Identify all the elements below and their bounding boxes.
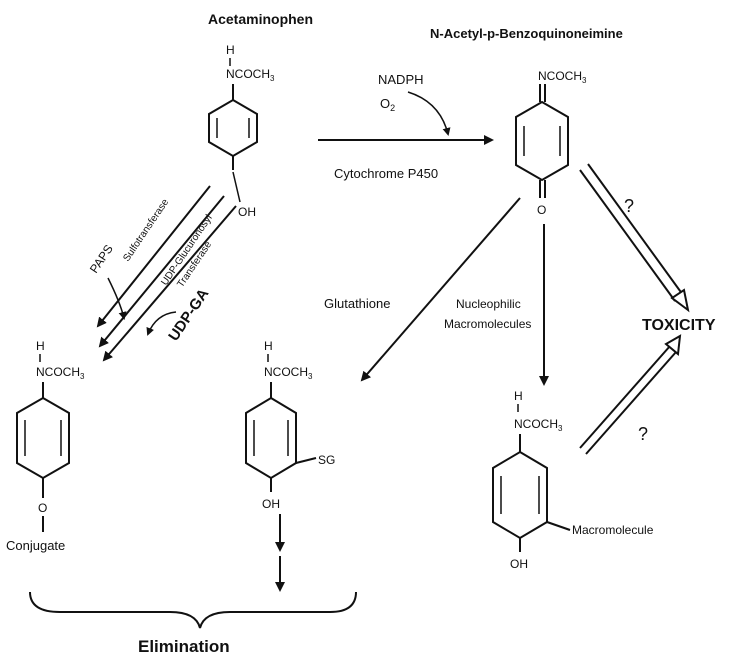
acetaminophen-oh: OH bbox=[238, 205, 256, 219]
toxicity-label: TOXICITY bbox=[642, 317, 716, 334]
gsh-adduct-oh: OH bbox=[262, 497, 280, 511]
nucleophilic-label-1: Nucleophilic bbox=[456, 297, 521, 311]
conjugate-ncoch: NCOCH3 bbox=[36, 365, 85, 381]
macro-adduct-ncoch: NCOCH3 bbox=[514, 417, 563, 433]
macro-adduct-h: H bbox=[514, 389, 523, 403]
toxicity-arrow-lower-head bbox=[664, 334, 682, 356]
napqi-o: O bbox=[537, 203, 546, 217]
cytochrome-label: Cytochrome P450 bbox=[334, 166, 438, 181]
nadph-label: NADPH bbox=[378, 72, 424, 87]
conjugate-o: O bbox=[38, 501, 47, 515]
napqi-title: N-Acetyl-p-Benzoquinoneimine bbox=[430, 26, 623, 41]
elimination-brace: Elimination bbox=[29, 591, 357, 656]
cofactor-curve-arrow bbox=[407, 91, 451, 136]
toxicity-outcome: TOXICITY ? ? bbox=[579, 163, 716, 455]
acetaminophen-ncoch: NCOCH3 bbox=[226, 67, 275, 83]
question-mark-upper: ? bbox=[624, 196, 634, 216]
oxidation-reaction: NADPH O2 Cytochrome P450 bbox=[318, 72, 494, 181]
udp-ga-curve-arrow bbox=[146, 311, 177, 336]
gsh-adduct-sg: SG bbox=[318, 453, 335, 467]
napqi-ring bbox=[515, 100, 569, 182]
gsh-adduct-h: H bbox=[264, 339, 273, 353]
toxicity-arrow-upper-line-b bbox=[579, 169, 676, 302]
oxygen-label: O2 bbox=[380, 96, 395, 113]
toxicity-arrow-lower-line-a bbox=[585, 351, 677, 455]
acetaminophen-ring bbox=[208, 98, 258, 158]
paps-curve-arrow bbox=[107, 277, 127, 320]
glutathione-reaction: Glutathione bbox=[324, 197, 521, 382]
toxicity-arrow-upper-line-a bbox=[587, 163, 684, 296]
glutathione-label: Glutathione bbox=[324, 296, 391, 311]
conjugate-label: Conjugate bbox=[6, 538, 65, 553]
conjugate-h: H bbox=[36, 339, 45, 353]
glucuronidation-arrow-2 bbox=[102, 205, 237, 362]
elimination-label: Elimination bbox=[138, 637, 230, 656]
nucleophilic-reaction: Nucleophilic Macromolecules bbox=[444, 224, 549, 386]
glucuronidation-arrow-1 bbox=[98, 195, 225, 348]
glutathione-adduct-molecule: H NCOCH3 SG OH bbox=[245, 339, 335, 592]
macromolecule-adduct-molecule: H NCOCH3 Macromolecule OH bbox=[492, 389, 654, 571]
sulfation-arrow bbox=[96, 185, 211, 328]
udp-ga-label: UDP-GA bbox=[165, 286, 212, 345]
acetaminophen-h: H bbox=[226, 43, 235, 57]
glutathione-arrow bbox=[360, 197, 521, 382]
napqi-ncoch: NCOCH3 bbox=[538, 69, 587, 85]
nucleophilic-label-2: Macromolecules bbox=[444, 317, 531, 331]
toxicity-arrow-upper-head bbox=[670, 288, 690, 313]
sulfotransferase-label: Sulfotransferase bbox=[121, 197, 171, 264]
gsh-adduct-ncoch: NCOCH3 bbox=[264, 365, 313, 381]
macro-adduct-label: Macromolecule bbox=[572, 523, 654, 537]
conjugation-reactions: PAPS Sulfotransferase UDP-Glucuronosyl T… bbox=[87, 185, 237, 362]
toxicity-arrow-lower-line-b bbox=[579, 345, 671, 449]
question-mark-lower: ? bbox=[638, 424, 648, 444]
conjugate-molecule: H NCOCH3 O Conjugate bbox=[6, 339, 85, 553]
brace-path bbox=[29, 591, 357, 629]
acetaminophen-molecule: Acetaminophen H NCOCH3 OH bbox=[208, 11, 313, 219]
macro-adduct-oh: OH bbox=[510, 557, 528, 571]
paps-label: PAPS bbox=[87, 242, 116, 276]
acetaminophen-title: Acetaminophen bbox=[208, 11, 313, 27]
napqi-molecule: N-Acetyl-p-Benzoquinoneimine NCOCH3 O bbox=[430, 26, 623, 217]
